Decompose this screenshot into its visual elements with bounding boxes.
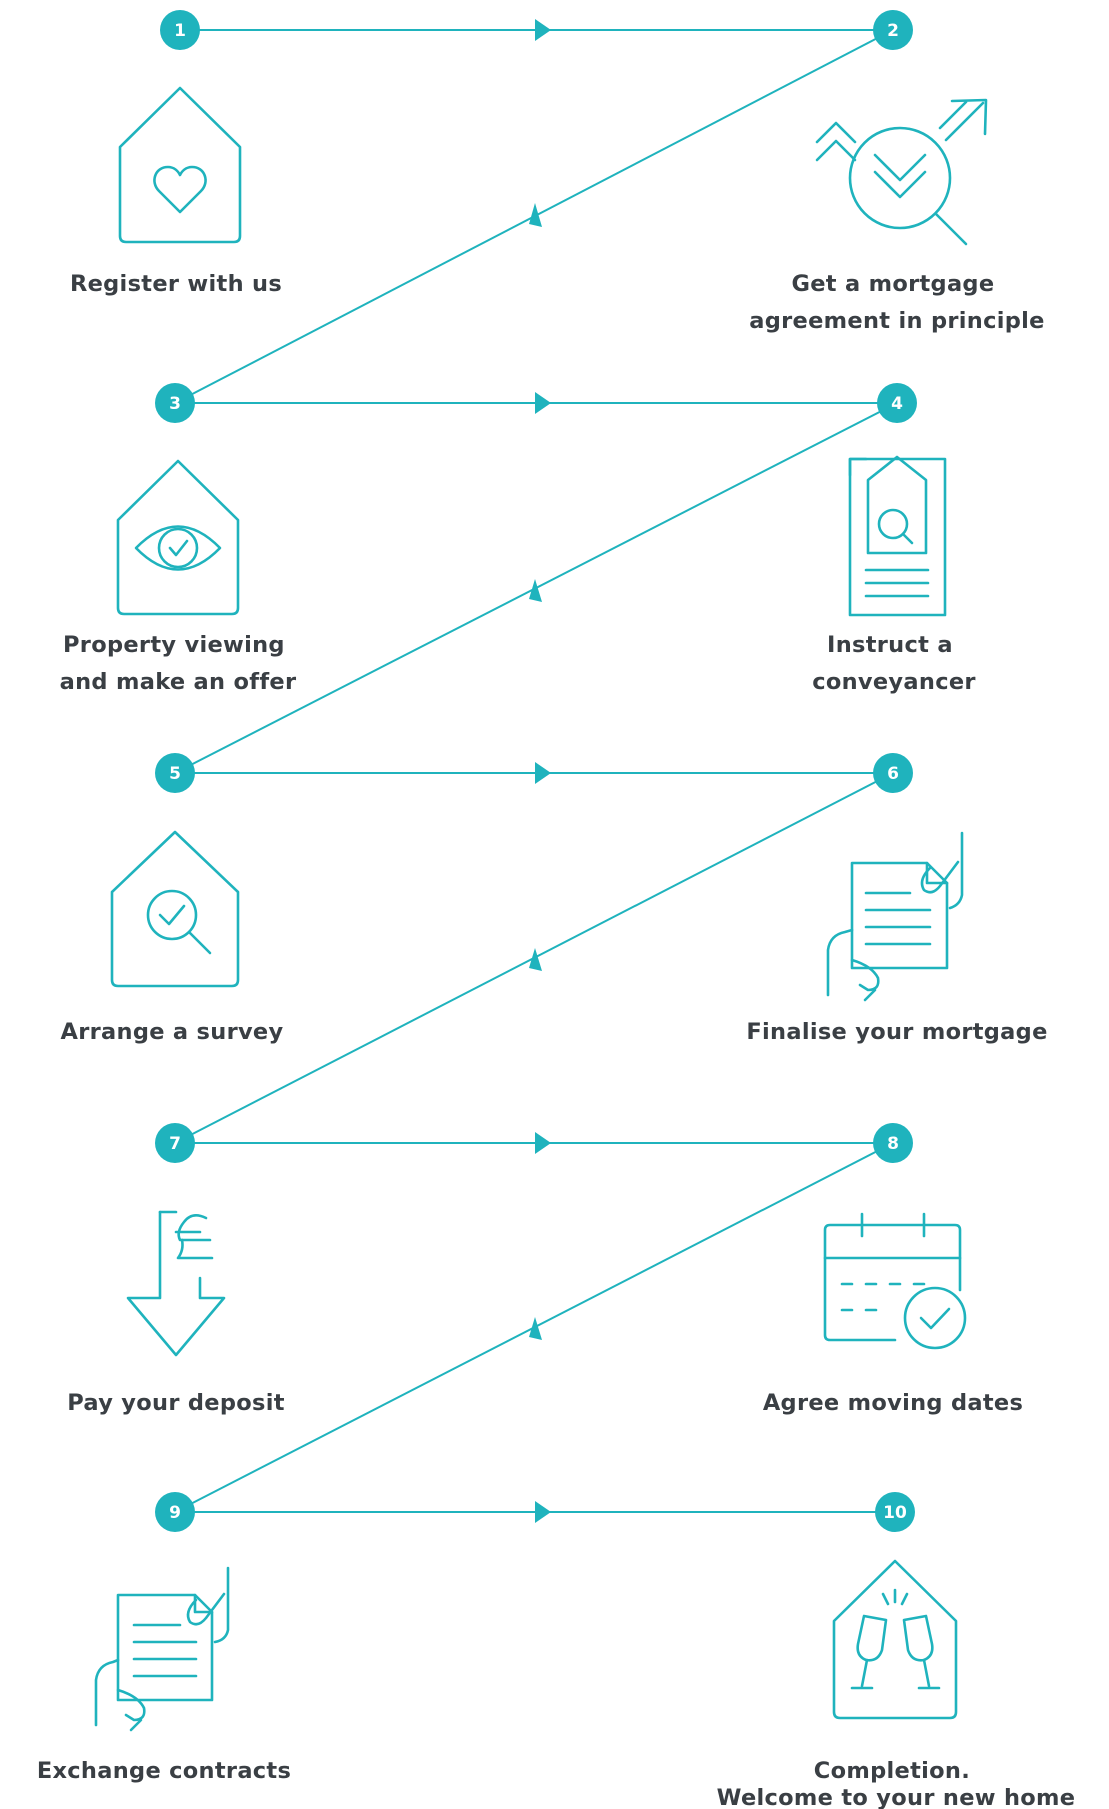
calendar-check-icon (823, 1212, 967, 1350)
step-badges: 1 2 3 4 5 6 7 8 9 10 (155, 10, 917, 1532)
step-badge-2: 2 (873, 10, 913, 50)
step-label-4: Instruct a conveyancer (812, 632, 976, 695)
arrow-left-icon (529, 203, 542, 227)
step-badge-7: 7 (155, 1123, 195, 1163)
arrow-right-icon (535, 1132, 551, 1154)
arrow-left-icon (529, 948, 542, 971)
survey-house-icon (110, 830, 240, 988)
arrow-right-icon (535, 392, 551, 414)
step-badge-8: 8 (873, 1123, 913, 1163)
svg-text:7: 7 (169, 1134, 181, 1154)
step-badge-1: 1 (160, 10, 200, 50)
step-badge-3: 3 (155, 383, 195, 423)
eye-house-icon (116, 459, 240, 616)
step-label-2: Get a mortgage agreement in principle (749, 271, 1044, 334)
arrow-left-icon (529, 1317, 542, 1340)
step-icons (94, 86, 988, 1732)
arrow-right-icon (535, 19, 551, 41)
svg-text:9: 9 (169, 1503, 181, 1523)
svg-text:6: 6 (887, 764, 899, 784)
step-label-5: Arrange a survey (61, 1019, 284, 1045)
step-label-3: Property viewing and make an offer (60, 632, 297, 695)
step-badge-10: 10 (875, 1492, 915, 1532)
arrow-left-icon (529, 579, 542, 602)
step-label-10: Completion. Welcome to your new home (717, 1758, 1076, 1809)
step-labels: Register with us Get a mortgage agreemen… (37, 271, 1076, 1809)
svg-text:3: 3 (169, 394, 181, 414)
document-house-icon (848, 455, 947, 617)
arrow-right-icon (535, 1501, 551, 1523)
svg-text:5: 5 (169, 764, 181, 784)
step-label-8: Agree moving dates (763, 1390, 1023, 1416)
step-badge-4: 4 (877, 383, 917, 423)
champagne-house-icon (832, 1559, 958, 1720)
svg-text:8: 8 (887, 1134, 899, 1154)
step-label-1: Register with us (70, 271, 282, 297)
svg-text:4: 4 (891, 394, 903, 414)
step-label-7: Pay your deposit (67, 1390, 285, 1416)
mortgage-search-icon (815, 98, 988, 246)
svg-text:2: 2 (887, 21, 899, 41)
svg-text:1: 1 (174, 21, 186, 41)
hand-contract-icon (94, 1566, 230, 1732)
heart-house-icon (118, 86, 242, 244)
step-badge-6: 6 (873, 753, 913, 793)
arrow-right-icon (535, 762, 551, 784)
connectors (174, 19, 898, 1523)
step-label-9: Exchange contracts (37, 1758, 291, 1784)
pound-arrow-icon (126, 1210, 226, 1357)
svg-text:10: 10 (883, 1503, 907, 1523)
step-badge-5: 5 (155, 753, 195, 793)
hand-document-icon (826, 831, 964, 1002)
step-badge-9: 9 (155, 1492, 195, 1532)
step-label-6: Finalise your mortgage (746, 1019, 1047, 1045)
